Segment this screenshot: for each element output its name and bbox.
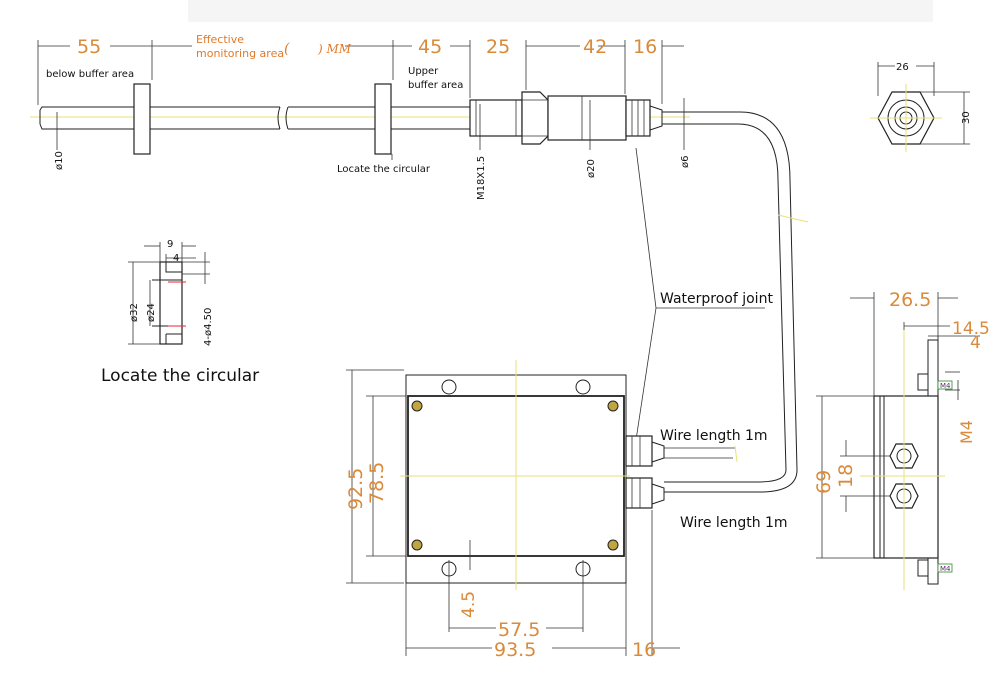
m4-tag-top-text: M4 [940, 382, 951, 390]
paren-open: ( [284, 41, 290, 57]
m4-tag-top [937, 380, 953, 390]
flange-phi32: ø32 [129, 303, 140, 322]
side-m4-label: M4 [957, 420, 976, 444]
flange-phi24: ø24 [146, 303, 157, 322]
dim-25: 25 [486, 36, 510, 58]
box-dim-78-5: 78.5 [366, 462, 388, 504]
m4-tag-bottom [937, 563, 953, 573]
dim-42: 42 [583, 36, 607, 58]
phi20-label: ø20 [586, 159, 597, 178]
side-dim-69: 69 [813, 470, 835, 494]
sensor-rod [30, 83, 690, 155]
flange-holes: 4-ø4.50 [203, 308, 214, 346]
box-dim-16: 16 [632, 639, 656, 661]
effective-area-label-2: monitoring area [196, 47, 284, 60]
effective-area-label-1: Effective [196, 33, 244, 46]
hex-dim-30: 30 [961, 111, 972, 124]
hex-end-view [870, 62, 970, 152]
side-dim-18: 18 [835, 464, 857, 488]
junction-box [346, 360, 680, 656]
side-dim-14-5: 14.5 [952, 319, 990, 339]
side-dim-4: 4 [970, 333, 981, 353]
header-band [188, 0, 933, 22]
wire-length-bottom: Wire length 1m [680, 515, 788, 531]
phi6-label: ø6 [680, 156, 691, 168]
dim-55: 55 [77, 36, 101, 58]
locate-circular-label: Locate the circular [337, 164, 431, 175]
box-dim-93-5: 93.5 [494, 639, 536, 661]
dim-45: 45 [418, 36, 442, 58]
box-dim-57-5: 57.5 [498, 619, 540, 641]
cable [664, 111, 809, 493]
side-dim-26-5: 26.5 [889, 289, 931, 311]
flange-detail [128, 242, 210, 345]
flange-caption: Locate the circular [101, 366, 259, 386]
box-dim-4-5: 4.5 [459, 591, 479, 618]
wire-length-top: Wire length 1m [660, 428, 768, 444]
waterproof-leaders [635, 147, 765, 441]
dim-16-top: 16 [633, 36, 657, 58]
flange-dim-4: 4 [173, 253, 179, 264]
hex-dim-26: 26 [896, 62, 909, 73]
sensor-dimensions [37, 40, 685, 160]
m4-tag-bottom-text: M4 [940, 565, 951, 573]
upper-buffer-label-1: Upper [408, 66, 439, 77]
phi10-label: ø10 [54, 151, 65, 170]
paren-close-mm: ) MM [317, 42, 352, 56]
box-dim-92-5: 92.5 [345, 468, 367, 510]
below-buffer-label: below buffer area [46, 69, 134, 80]
upper-buffer-label-2: buffer area [408, 80, 463, 91]
flange-dim-9: 9 [167, 239, 173, 250]
m18-thread-label: M18X1.5 [476, 156, 487, 200]
side-view [816, 292, 980, 590]
waterproof-joint-label: Waterproof joint [660, 291, 773, 307]
